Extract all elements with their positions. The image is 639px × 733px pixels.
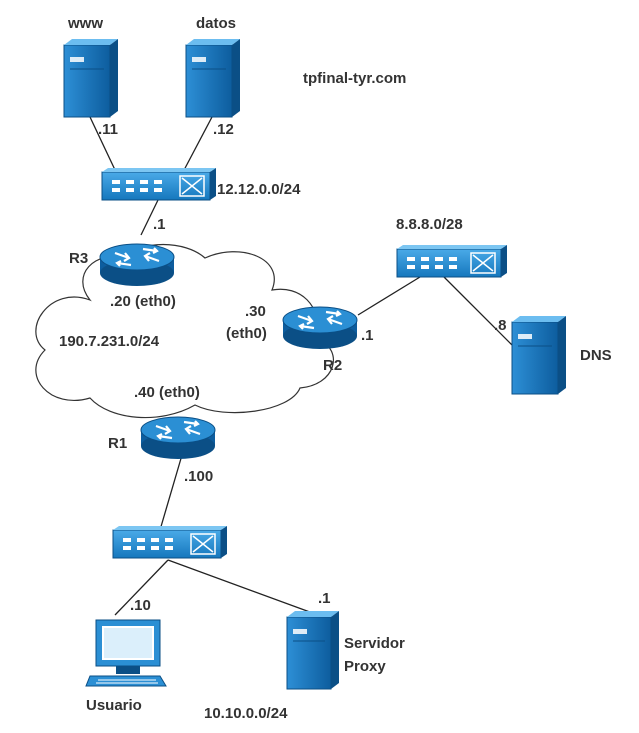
ip-r1-bottom: .100 bbox=[184, 468, 213, 485]
ip-r2-cloud-2: (eth0) bbox=[226, 325, 267, 342]
ip-r2-right: .1 bbox=[361, 327, 374, 344]
link-datos-switch bbox=[182, 116, 213, 173]
router-r3-icon bbox=[99, 243, 175, 286]
switch-bottom-icon bbox=[112, 526, 227, 559]
network-cloud bbox=[35, 243, 334, 419]
link-switch-proxy bbox=[167, 559, 319, 616]
server-dns-label: DNS bbox=[580, 347, 612, 364]
ip-proxy: .1 bbox=[318, 590, 331, 607]
router-r1-icon bbox=[140, 416, 216, 459]
ip-r1-cloud: .40 (eth0) bbox=[134, 384, 200, 401]
ip-usuario: .10 bbox=[130, 597, 151, 614]
server-dns-icon bbox=[511, 316, 566, 395]
router-r3-label: R3 bbox=[69, 250, 88, 267]
ip-dns: .8 bbox=[494, 317, 507, 334]
network-top-label: 12.12.0.0/24 bbox=[217, 181, 301, 198]
link-www-switch bbox=[89, 116, 117, 173]
link-r2-dns-switch bbox=[357, 276, 421, 316]
server-datos-label: datos bbox=[196, 15, 236, 32]
router-r1-label: R1 bbox=[108, 435, 127, 452]
network-bottom-label: 10.10.0.0/24 bbox=[204, 705, 288, 722]
ip-www: .11 bbox=[98, 121, 118, 138]
switch-dns-icon bbox=[396, 245, 507, 278]
server-datos-icon bbox=[185, 39, 240, 118]
server-www-label: www bbox=[67, 15, 103, 32]
router-r2-icon bbox=[282, 306, 358, 349]
link-switch-r3 bbox=[140, 199, 159, 236]
ip-r2-cloud-1: .30 bbox=[245, 303, 266, 320]
server-proxy-label-line1: Servidor bbox=[344, 635, 405, 652]
links bbox=[89, 116, 516, 616]
ip-datos: .12 bbox=[213, 121, 234, 138]
workstation-usuario-icon bbox=[85, 619, 167, 687]
link-dns-switch-dns bbox=[439, 272, 516, 349]
ip-r3-top: .1 bbox=[153, 216, 166, 233]
network-dns-label: 8.8.8.0/28 bbox=[396, 216, 463, 233]
workstation-usuario-label: Usuario bbox=[86, 697, 142, 714]
server-proxy-icon bbox=[286, 611, 339, 690]
server-proxy-label-line2: Proxy bbox=[344, 658, 386, 675]
link-switch-usuario bbox=[114, 559, 169, 616]
link-r1-switch bbox=[159, 454, 183, 531]
ip-r3-cloud: .20 (eth0) bbox=[110, 293, 176, 310]
switch-top-icon bbox=[101, 168, 216, 201]
router-r2-label: R2 bbox=[323, 357, 342, 374]
server-www-icon bbox=[63, 39, 118, 118]
domain-title: tpfinal-tyr.com bbox=[303, 70, 406, 87]
network-cloud-label: 190.7.231.0/24 bbox=[59, 333, 160, 350]
